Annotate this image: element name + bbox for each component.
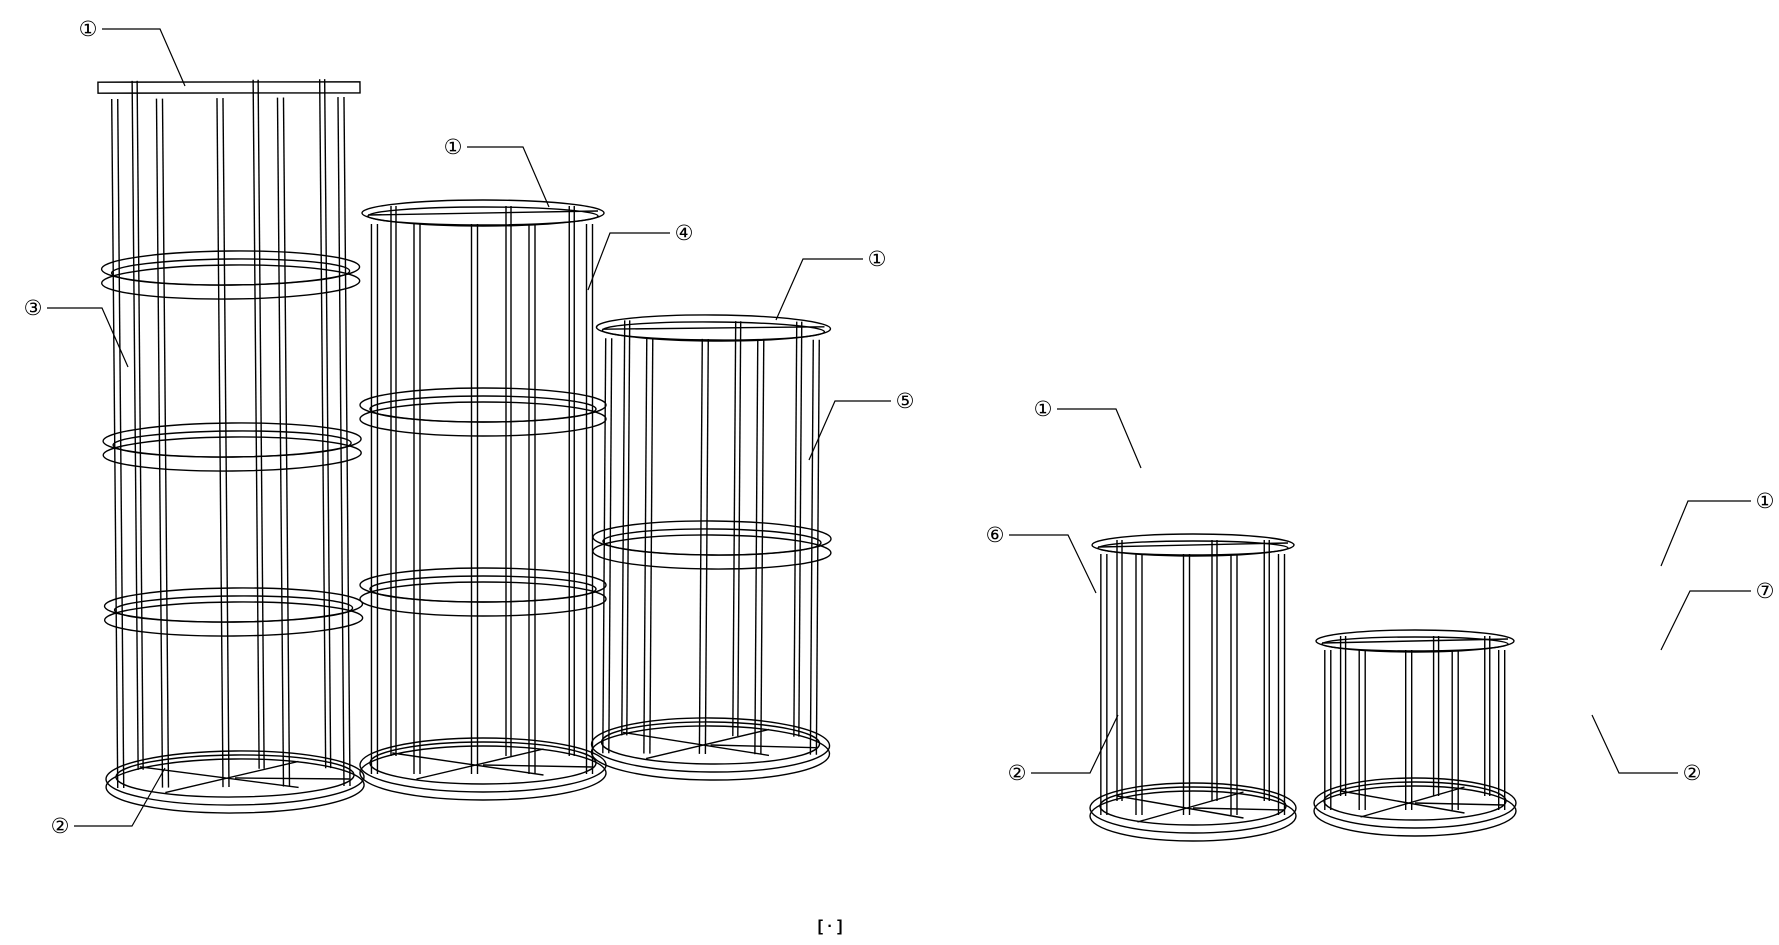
frame-2 [359, 199, 607, 801]
callout-label: ② [1008, 762, 1027, 785]
callout-label: ⑥ [986, 524, 1005, 547]
callout-leader-line [74, 767, 166, 827]
callout-leader-line [102, 28, 186, 87]
callout-leader-line [1057, 408, 1142, 469]
drawing-caption: [ · ] [817, 918, 843, 935]
callout-label: ④ [675, 222, 694, 245]
callout-leader-line [1660, 500, 1751, 567]
callout-leader-line [775, 258, 863, 321]
callout-leader-line [467, 146, 550, 208]
callout-label: ① [1034, 398, 1053, 421]
callout-leader-line [808, 400, 891, 461]
callout-leader-line [587, 232, 670, 291]
callout-label: ① [1756, 490, 1775, 513]
callout-leader-line [1660, 590, 1751, 651]
callout-label: ③ [24, 297, 43, 320]
callout-leader-line [47, 307, 129, 368]
callout-leader-line [1009, 534, 1097, 594]
callout-label: ⑦ [1756, 580, 1775, 603]
callout-leader-line [1031, 714, 1119, 774]
callout-label: ① [444, 136, 463, 159]
callout-label: ① [79, 18, 98, 41]
frame-3 [590, 314, 832, 781]
callout-label: ① [868, 248, 887, 271]
frame-6 [1089, 533, 1297, 842]
callout-leader-line [1591, 714, 1678, 774]
frame-7 [1313, 629, 1517, 837]
callout-label: ② [1683, 762, 1702, 785]
frame-1 [97, 79, 365, 814]
callout-label: ⑤ [896, 390, 915, 413]
callout-label: ② [51, 815, 70, 838]
